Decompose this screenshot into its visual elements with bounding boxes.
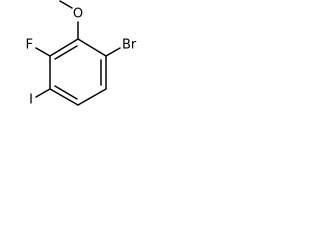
atom-label-iodine: I [29, 93, 33, 108]
ring-bond-top-left [49, 38, 79, 57]
chemical-structure-diagram: O Br F I [26, 0, 137, 108]
atom-label-fluorine: F [26, 38, 33, 53]
ring-bond-top-right [77, 38, 107, 57]
bond-c-to-fluorine [35, 47, 51, 57]
benzene-ring [49, 38, 107, 106]
atom-label-oxygen: O [73, 7, 83, 22]
bond-c-to-iodine [35, 88, 51, 98]
bond-oxygen-to-methyl [59, 0, 73, 9]
ring-bond-bottom-right [77, 88, 107, 106]
ring-double-bond-inner-bottom-left [54, 85, 78, 100]
bond-c-to-bromine [105, 47, 121, 57]
atom-label-bromine: Br [122, 38, 137, 53]
ring-bond-bottom-left [49, 88, 79, 106]
ring-double-bond-inner-top-left [54, 45, 78, 60]
